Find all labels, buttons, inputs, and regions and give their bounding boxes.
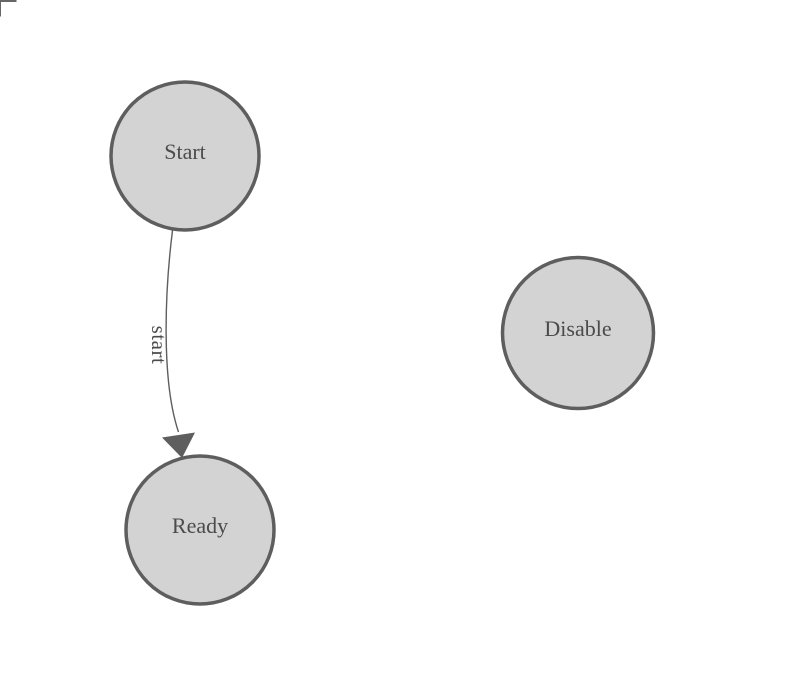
state-node-ready[interactable]: Ready: [124, 454, 276, 606]
state-node-start[interactable]: Start: [109, 80, 261, 232]
edge-start-to-ready[interactable]: start: [147, 230, 195, 459]
edge-label: start: [147, 326, 171, 365]
state-circle-start[interactable]: [109, 80, 261, 232]
edge-path[interactable]: [165, 230, 180, 433]
canvas-corner-mark: [0, 0, 17, 17]
arrowhead-icon: [162, 432, 195, 458]
state-circle-disable[interactable]: [500, 255, 656, 411]
state-node-disable[interactable]: Disable: [500, 255, 656, 411]
state-circle-ready[interactable]: [124, 454, 276, 606]
